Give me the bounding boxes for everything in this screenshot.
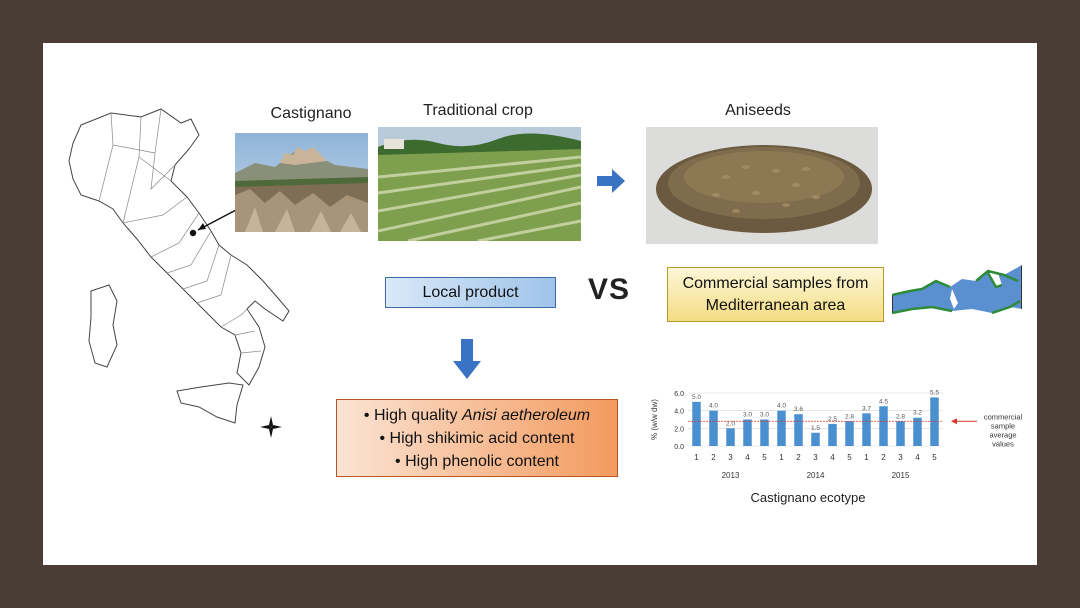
local-product-text: Local product (422, 283, 519, 301)
y-tick-label: 0.0 (674, 444, 684, 451)
bar (692, 401, 701, 446)
bar-value-label: 3.0 (743, 412, 752, 419)
bar (828, 423, 837, 446)
bar-value-label: 5.0 (692, 394, 701, 401)
traditional-crop-label: Traditional crop (423, 102, 533, 119)
y-tick-label: 6.0 (674, 391, 684, 398)
italy-map (68, 108, 290, 438)
arrow-down-icon (453, 339, 481, 379)
bar (930, 397, 939, 446)
commercial-samples-box: Commercial samples from Mediterranean ar… (667, 267, 884, 322)
x-tick-label: 1 (779, 453, 784, 462)
slide: Castignano Traditional crop Aniseeds (43, 43, 1037, 565)
bar-value-label: 3.7 (862, 405, 871, 412)
bar (811, 432, 820, 446)
benefit-item-quality: High quality Anisi aetheroleum (364, 404, 590, 427)
x-tick-label: 4 (830, 453, 835, 462)
x-tick-label: 2 (711, 453, 716, 462)
bar-value-label: 4.0 (709, 403, 718, 410)
bar-value-label: 3.6 (794, 406, 803, 413)
y-tick-label: 4.0 (674, 409, 684, 416)
aniseeds-photo (646, 127, 878, 244)
bar (743, 419, 752, 446)
x-tick-label: 5 (932, 453, 937, 462)
x-tick-label: 3 (898, 453, 903, 462)
bar-value-label: 2.5 (828, 416, 837, 423)
x-tick-label: 5 (847, 453, 852, 462)
vs-label: VS (588, 273, 631, 306)
compass-rose-icon (260, 416, 282, 438)
bar (709, 410, 718, 446)
reference-annotation-line: values (992, 439, 1014, 448)
bar (726, 428, 735, 446)
chart-xlabel: Castignano ecotype (750, 490, 866, 505)
aniseeds-label: Aniseeds (725, 102, 791, 119)
mediterranean-map (892, 251, 1022, 341)
bar-value-label: 2.8 (845, 413, 854, 420)
benefit-item-phenolic: High phenolic content (395, 450, 559, 473)
x-tick-label: 3 (728, 453, 733, 462)
bar-value-label: 3.2 (913, 410, 922, 417)
bar (896, 421, 905, 446)
crop-field-photo (378, 127, 581, 241)
x-tick-label: 4 (745, 453, 750, 462)
x-tick-label: 1 (694, 453, 699, 462)
local-product-box: Local product (385, 277, 556, 308)
bar-value-label: 2.8 (896, 413, 905, 420)
x-tick-label: 2 (881, 453, 886, 462)
x-tick-label: 1 (864, 453, 869, 462)
region-borders (98, 108, 262, 354)
x-tick-label: 2 (796, 453, 801, 462)
bar-value-label: 4.5 (879, 398, 888, 405)
x-tick-label: 4 (915, 453, 920, 462)
sardinia-outline (88, 284, 118, 368)
castignano-town-photo (235, 133, 368, 232)
bar (845, 421, 854, 446)
bar (879, 406, 888, 446)
commercial-line-1: Commercial samples from (682, 274, 869, 292)
bar-value-label: 3.0 (760, 412, 769, 419)
arrow-right-icon (597, 169, 625, 193)
reference-annotation-line: average (989, 430, 1016, 439)
bar-value-label: 4.0 (777, 403, 786, 410)
bar (777, 410, 786, 446)
bar (794, 414, 803, 446)
anisi-aetheroleum-text: Anisi aetheroleum (462, 406, 591, 424)
sicily-outline (176, 382, 244, 424)
bar (760, 419, 769, 446)
reference-annotation-line: commercial (984, 412, 1023, 421)
year-group-label: 2013 (722, 471, 740, 480)
bar (862, 413, 871, 446)
year-group-label: 2014 (807, 471, 825, 480)
benefit-item-shikimic: High shikimic acid content (379, 427, 575, 450)
commercial-line-2: Mediterranean area (705, 296, 846, 314)
reference-arrowhead (951, 418, 957, 425)
castignano-location-dot (189, 229, 197, 237)
benefits-box: High quality Anisi aetheroleum High shik… (336, 399, 618, 477)
bar-value-label: 2.0 (726, 420, 735, 427)
bar-value-label: 5.5 (930, 389, 939, 396)
bar-value-label: 1.5 (811, 425, 820, 432)
year-group-label: 2015 (892, 471, 910, 480)
bar-chart: % (w/w dw) 0.0 2.0 4.0 6.0 5.0 1 4.0 2 2.0 3 3.0 4 3.… (650, 389, 1023, 480)
y-tick-label: 2.0 (674, 426, 684, 433)
chart-ylabel: % (w/w dw) (650, 399, 659, 440)
castignano-label: Castignano (270, 105, 352, 122)
bar (913, 417, 922, 446)
reference-annotation-line: sample (991, 421, 1015, 430)
x-tick-label: 5 (762, 453, 767, 462)
x-tick-label: 3 (813, 453, 818, 462)
